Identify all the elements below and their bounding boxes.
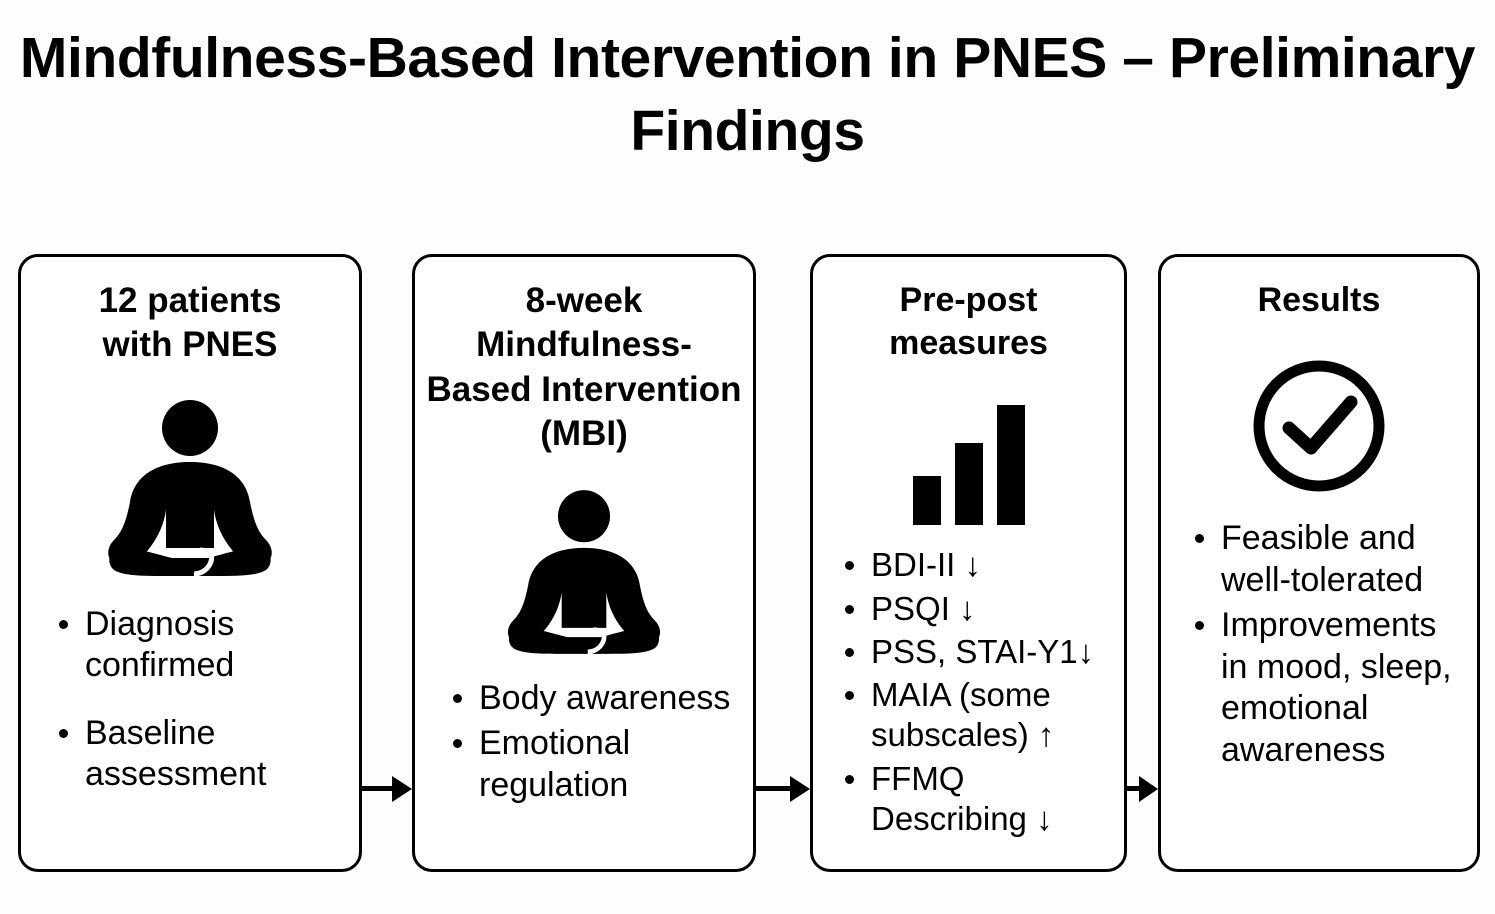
list-item: FFMQ Describing ↓ <box>841 759 1110 840</box>
bar <box>996 405 1025 526</box>
list-item: Body awareness <box>449 678 739 719</box>
list-item: PSS, STAI-Y1↓ <box>841 632 1110 672</box>
list-item: Diagnosis confirmed <box>55 604 345 687</box>
flow-step-1-patients: 12 patients with PNES Diagnosis confirme… <box>18 254 362 872</box>
list-item: Baseline assessment <box>55 713 345 796</box>
list-item: Emotional regulation <box>449 723 739 806</box>
arrow-right-icon <box>362 776 412 802</box>
meditating-person-icon-wrap <box>415 461 753 656</box>
page-title: Mindfulness-Based Intervention in PNES –… <box>19 26 1476 163</box>
list-item: Improvements in mood, sleep, emotional a… <box>1191 605 1463 771</box>
bar <box>954 443 983 526</box>
arrow-box1-to-box2 <box>362 773 412 805</box>
list-item: BDI-II ↓ <box>841 545 1110 585</box>
flow-step-4-results: Results Feasible and well-tolerated Impr… <box>1158 254 1480 872</box>
step-1-bullet-list: Diagnosis confirmed Baseline assessment <box>21 604 359 796</box>
list-item: PSQI ↓ <box>841 589 1110 629</box>
arrow-right-icon <box>756 776 810 802</box>
check-circle-icon-wrap <box>1161 344 1477 494</box>
step-1-heading: 12 patients with PNES <box>98 281 282 365</box>
meditating-person-icon <box>507 489 661 655</box>
flow-step-2-intervention: 8-week Mindfulness- Based Intervention (… <box>412 254 756 872</box>
flow-step-3-measures: Pre-post measures BDI-II ↓ PSQI ↓ PSS, S… <box>810 254 1127 872</box>
bar <box>912 476 941 526</box>
step-4-heading: Results <box>1257 281 1381 319</box>
bar-chart-icon <box>912 405 1025 526</box>
step-3-heading: Pre-post measures <box>889 281 1048 363</box>
step-3-bullet-list: BDI-II ↓ PSQI ↓ PSS, STAI-Y1↓ MAIA (some… <box>813 545 1124 839</box>
check-circle-icon <box>1253 360 1385 492</box>
list-item: Feasible and well-tolerated <box>1191 518 1463 601</box>
list-item: MAIA (some subscales) ↑ <box>841 675 1110 756</box>
step-2-bullet-list: Body awareness Emotional regulation <box>415 678 753 806</box>
meditating-person-icon <box>108 399 272 577</box>
step-2-heading: 8-week Mindfulness- Based Intervention (… <box>426 281 742 454</box>
bar-chart-icon-wrap <box>813 377 1124 527</box>
flow-diagram: 12 patients with PNES Diagnosis confirme… <box>0 254 1495 874</box>
step-4-bullet-list: Feasible and well-tolerated Improvements… <box>1161 518 1477 771</box>
arrow-box2-to-box3 <box>756 773 810 805</box>
arrow-right-icon <box>1127 776 1158 802</box>
meditating-person-icon-wrap <box>21 378 359 578</box>
checkmark-icon <box>1282 395 1358 455</box>
arrow-box3-to-box4 <box>1127 773 1158 805</box>
